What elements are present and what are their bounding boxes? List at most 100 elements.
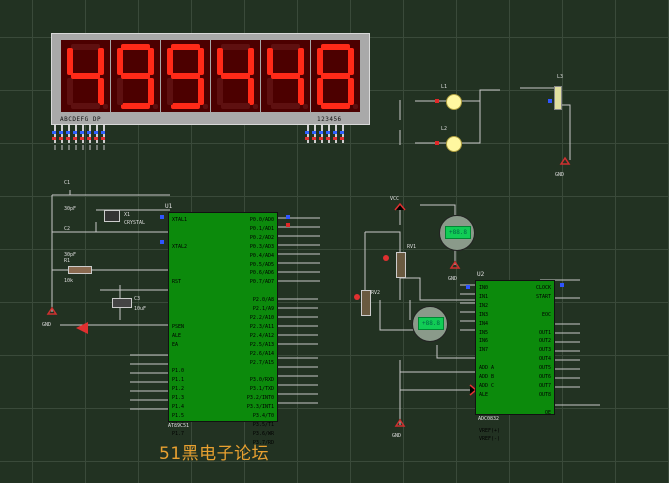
segment-a (271, 44, 300, 50)
adc-part: ADC0832 (478, 416, 500, 422)
pin-marker (286, 223, 290, 227)
digit-3 (161, 40, 210, 112)
display-digit-label: 123456 (317, 116, 342, 123)
pin-marker (548, 99, 552, 103)
voltmeter-2-reading: +88.8 (421, 320, 441, 327)
watermark: 51黑电子论坛 (159, 444, 270, 464)
segment-g (271, 73, 300, 79)
voltmeter-2[interactable]: +88.8 (412, 306, 448, 342)
segment-f (217, 48, 223, 75)
segment-e (67, 78, 73, 105)
c2-value: 30pF (64, 252, 77, 258)
segment-f (167, 48, 173, 75)
segment-a (221, 44, 250, 50)
segment-g (221, 73, 250, 79)
segment-dp (303, 104, 308, 109)
digit-4 (211, 40, 260, 112)
crystal[interactable] (104, 210, 120, 222)
c2-label: C2 (64, 226, 71, 232)
segment-d (221, 103, 250, 109)
c1-value: 30pF (64, 206, 77, 212)
segment-f (117, 48, 123, 75)
gnd-label-4: GND (448, 276, 458, 282)
gnd-label-3: GND (392, 433, 402, 439)
segment-g (121, 73, 150, 79)
segment-dp (253, 104, 258, 109)
segment-e (267, 78, 273, 105)
c3-label: C3 (134, 296, 141, 302)
r1-label: R1 (64, 258, 71, 264)
segment-c (198, 78, 204, 105)
segment-d (121, 103, 150, 109)
segment-c (148, 78, 154, 105)
l1-label: L1 (441, 84, 448, 90)
mcu-left-pin-labels: XTAL1 XTAL2 RST PSEN ALE EA P1.0 P1.1 P1… (172, 217, 188, 437)
vcc-label-1: VCC (390, 196, 400, 202)
segment-f (267, 48, 273, 75)
seven-segment-display: ABCDEFG DP 123456 (51, 33, 370, 125)
mcu-chip[interactable]: XTAL1 XTAL2 RST PSEN ALE EA P1.0 P1.1 P1… (168, 212, 278, 446)
x1-label: X1 (124, 212, 131, 218)
capacitor-c3[interactable] (112, 298, 132, 308)
segment-c (98, 78, 104, 105)
segment-b (348, 48, 354, 75)
voltmeter-1[interactable]: +88.8 (439, 215, 475, 251)
led-lamp-2[interactable] (446, 136, 462, 152)
mcu-name: U1 (165, 203, 173, 210)
segment-e (217, 78, 223, 105)
segment-a (171, 44, 200, 50)
segment-g (321, 73, 350, 79)
gnd-label-2: GND (42, 322, 52, 328)
l2-label: L2 (441, 126, 448, 132)
segment-f (67, 48, 73, 75)
segment-d (171, 103, 200, 109)
pin-marker (160, 240, 164, 244)
digit-2 (111, 40, 160, 112)
segment-dp (153, 104, 158, 109)
segment-c (348, 78, 354, 105)
x1-value: CRYSTAL (124, 220, 146, 226)
led-lamp-1[interactable] (446, 94, 462, 110)
segment-d (271, 103, 300, 109)
segment-e (117, 78, 123, 105)
adc-chip[interactable]: IN0 IN1 IN2 IN3 IN4 IN5 IN6 IN7 ADD A AD… (475, 280, 555, 442)
pin-marker (466, 285, 470, 289)
potentiometer-rv2[interactable] (361, 290, 371, 316)
adc-left-pin-labels: IN0 IN1 IN2 IN3 IN4 IN5 IN6 IN7 ADD A AD… (479, 285, 501, 443)
digit-6 (311, 40, 360, 112)
rv2-label: RV2 (371, 290, 381, 296)
adc-right-pin-labels: CLOCK START EOC OUT1 OUT2 OUT3 OUT4 OUT5… (535, 285, 551, 416)
phototransistor[interactable] (554, 86, 562, 110)
adc-name: U2 (477, 271, 485, 278)
segment-d (321, 103, 350, 109)
mcu-right-pin-labels: P0.0/AD0 P0.1/AD1 P0.2/AD2 P0.3/AD3 P0.4… (246, 217, 274, 446)
rv1-label: RV1 (407, 244, 417, 250)
voltmeter-1-reading: +88.8 (448, 229, 468, 236)
c1-label: C1 (64, 180, 71, 186)
segment-e (167, 78, 173, 105)
pin-marker (160, 215, 164, 219)
pin-marker (435, 99, 439, 103)
gnd-label-1: GND (555, 172, 565, 178)
segment-b (298, 48, 304, 75)
segment-b (148, 48, 154, 75)
digit-1 (61, 40, 110, 112)
c3-value: 10uF (134, 306, 147, 312)
segment-b (98, 48, 104, 75)
display-segment-label: ABCDEFG DP (60, 116, 102, 123)
l3-label: L3 (557, 74, 564, 80)
mcu-part: AT89C51 (168, 423, 190, 429)
pin-marker (435, 141, 439, 145)
display-digit-pins (305, 125, 349, 145)
display-segment-pins (52, 125, 110, 145)
segment-c (248, 78, 254, 105)
segment-dp (103, 104, 108, 109)
segment-dp (203, 104, 208, 109)
segment-d (71, 103, 100, 109)
segment-g (71, 73, 100, 79)
segment-c (298, 78, 304, 105)
potentiometer-rv1[interactable] (396, 252, 406, 278)
resistor-r1[interactable] (68, 266, 92, 274)
segment-a (71, 44, 100, 50)
